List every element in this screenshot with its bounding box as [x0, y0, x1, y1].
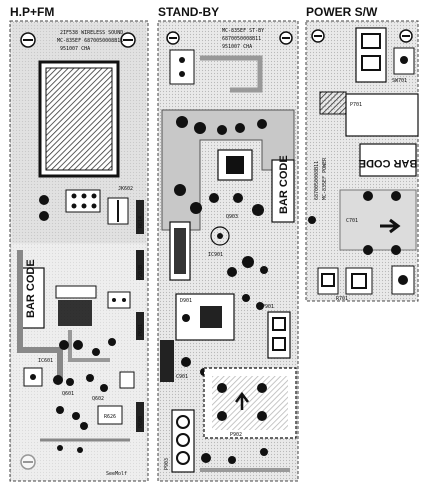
part-label: R614	[138, 216, 144, 228]
silk-line: MC-835EF POWER	[322, 157, 328, 200]
connector-strip	[136, 200, 144, 234]
board-hp-fm: 2IF538 WIRELESS SOUND MC-835EF 687005000…	[9, 20, 149, 482]
connector-strip	[136, 312, 144, 340]
trace	[68, 330, 110, 362]
part-label: Q903	[226, 214, 238, 220]
bar-code-box	[359, 143, 417, 177]
part-label: C701	[346, 218, 358, 224]
part-label: P701	[350, 102, 362, 108]
part-label: Q601	[62, 391, 74, 397]
part-label: IC901	[208, 252, 223, 258]
part-label: P903	[164, 458, 170, 470]
part-label: JK602	[118, 186, 133, 192]
trace	[200, 55, 263, 93]
part-label: P203B	[138, 265, 144, 280]
bar-code-label: BAR CODE	[278, 155, 290, 214]
part-label: P902	[230, 432, 242, 438]
connector-strip	[136, 402, 144, 432]
board-stand-by: MC-835EF ST-BY 6870050008B11 951007 CHA …	[157, 20, 299, 482]
ic-chip	[58, 300, 92, 326]
board-footer: SeeMolf	[106, 471, 127, 477]
part-label: P601	[138, 324, 144, 336]
connector-strip	[136, 250, 144, 280]
bar-code-box	[271, 159, 295, 223]
screw-icon	[120, 32, 136, 48]
part-label: P600	[138, 416, 144, 428]
silk-line: 951007 CHA	[222, 44, 252, 50]
part-label: C901	[176, 374, 188, 380]
bar-code-label: BAR CODE	[25, 259, 37, 318]
silk-line: MC-835EF 6870050008B11	[57, 38, 123, 44]
part-label: SW701	[392, 78, 407, 84]
screw-icon	[279, 31, 293, 45]
bar-code-label: BAR CODE	[359, 157, 418, 169]
via	[39, 211, 49, 221]
ic-chip	[200, 306, 222, 328]
title-power-sw: POWER S/W	[306, 5, 378, 19]
title-stand-by: STAND-BY	[158, 5, 220, 19]
silk-line: 2IF538 WIRELESS SOUND	[60, 30, 123, 36]
part-label: Q602	[92, 396, 104, 402]
silk-line: 6870050008B11	[314, 161, 320, 200]
board-power-sw: SW701 6870050008B11 MC-835EF POWER P701 …	[305, 20, 419, 302]
screw-icon	[399, 29, 413, 43]
connector-strip	[160, 340, 174, 382]
silk-line: 6870050008B11	[222, 36, 261, 42]
screw-icon	[20, 32, 36, 48]
part-label: R701	[336, 296, 348, 302]
title-hp-fm: H.P+FM	[10, 5, 55, 19]
arrow-right-icon	[380, 218, 401, 234]
arrow-up-icon	[235, 391, 249, 410]
part-label: IC601	[38, 358, 53, 364]
via	[39, 195, 49, 205]
part-label: R626	[104, 414, 116, 420]
part-label: P901	[262, 304, 274, 310]
silk-line: MC-835EF ST-BY	[222, 28, 264, 34]
trace	[17, 250, 63, 380]
screw-icon	[166, 31, 180, 45]
speaker-hatch	[45, 67, 113, 171]
part-label: D901	[180, 298, 192, 304]
silk-line: 951007 CHA	[60, 46, 90, 52]
screw-icon	[311, 29, 325, 43]
